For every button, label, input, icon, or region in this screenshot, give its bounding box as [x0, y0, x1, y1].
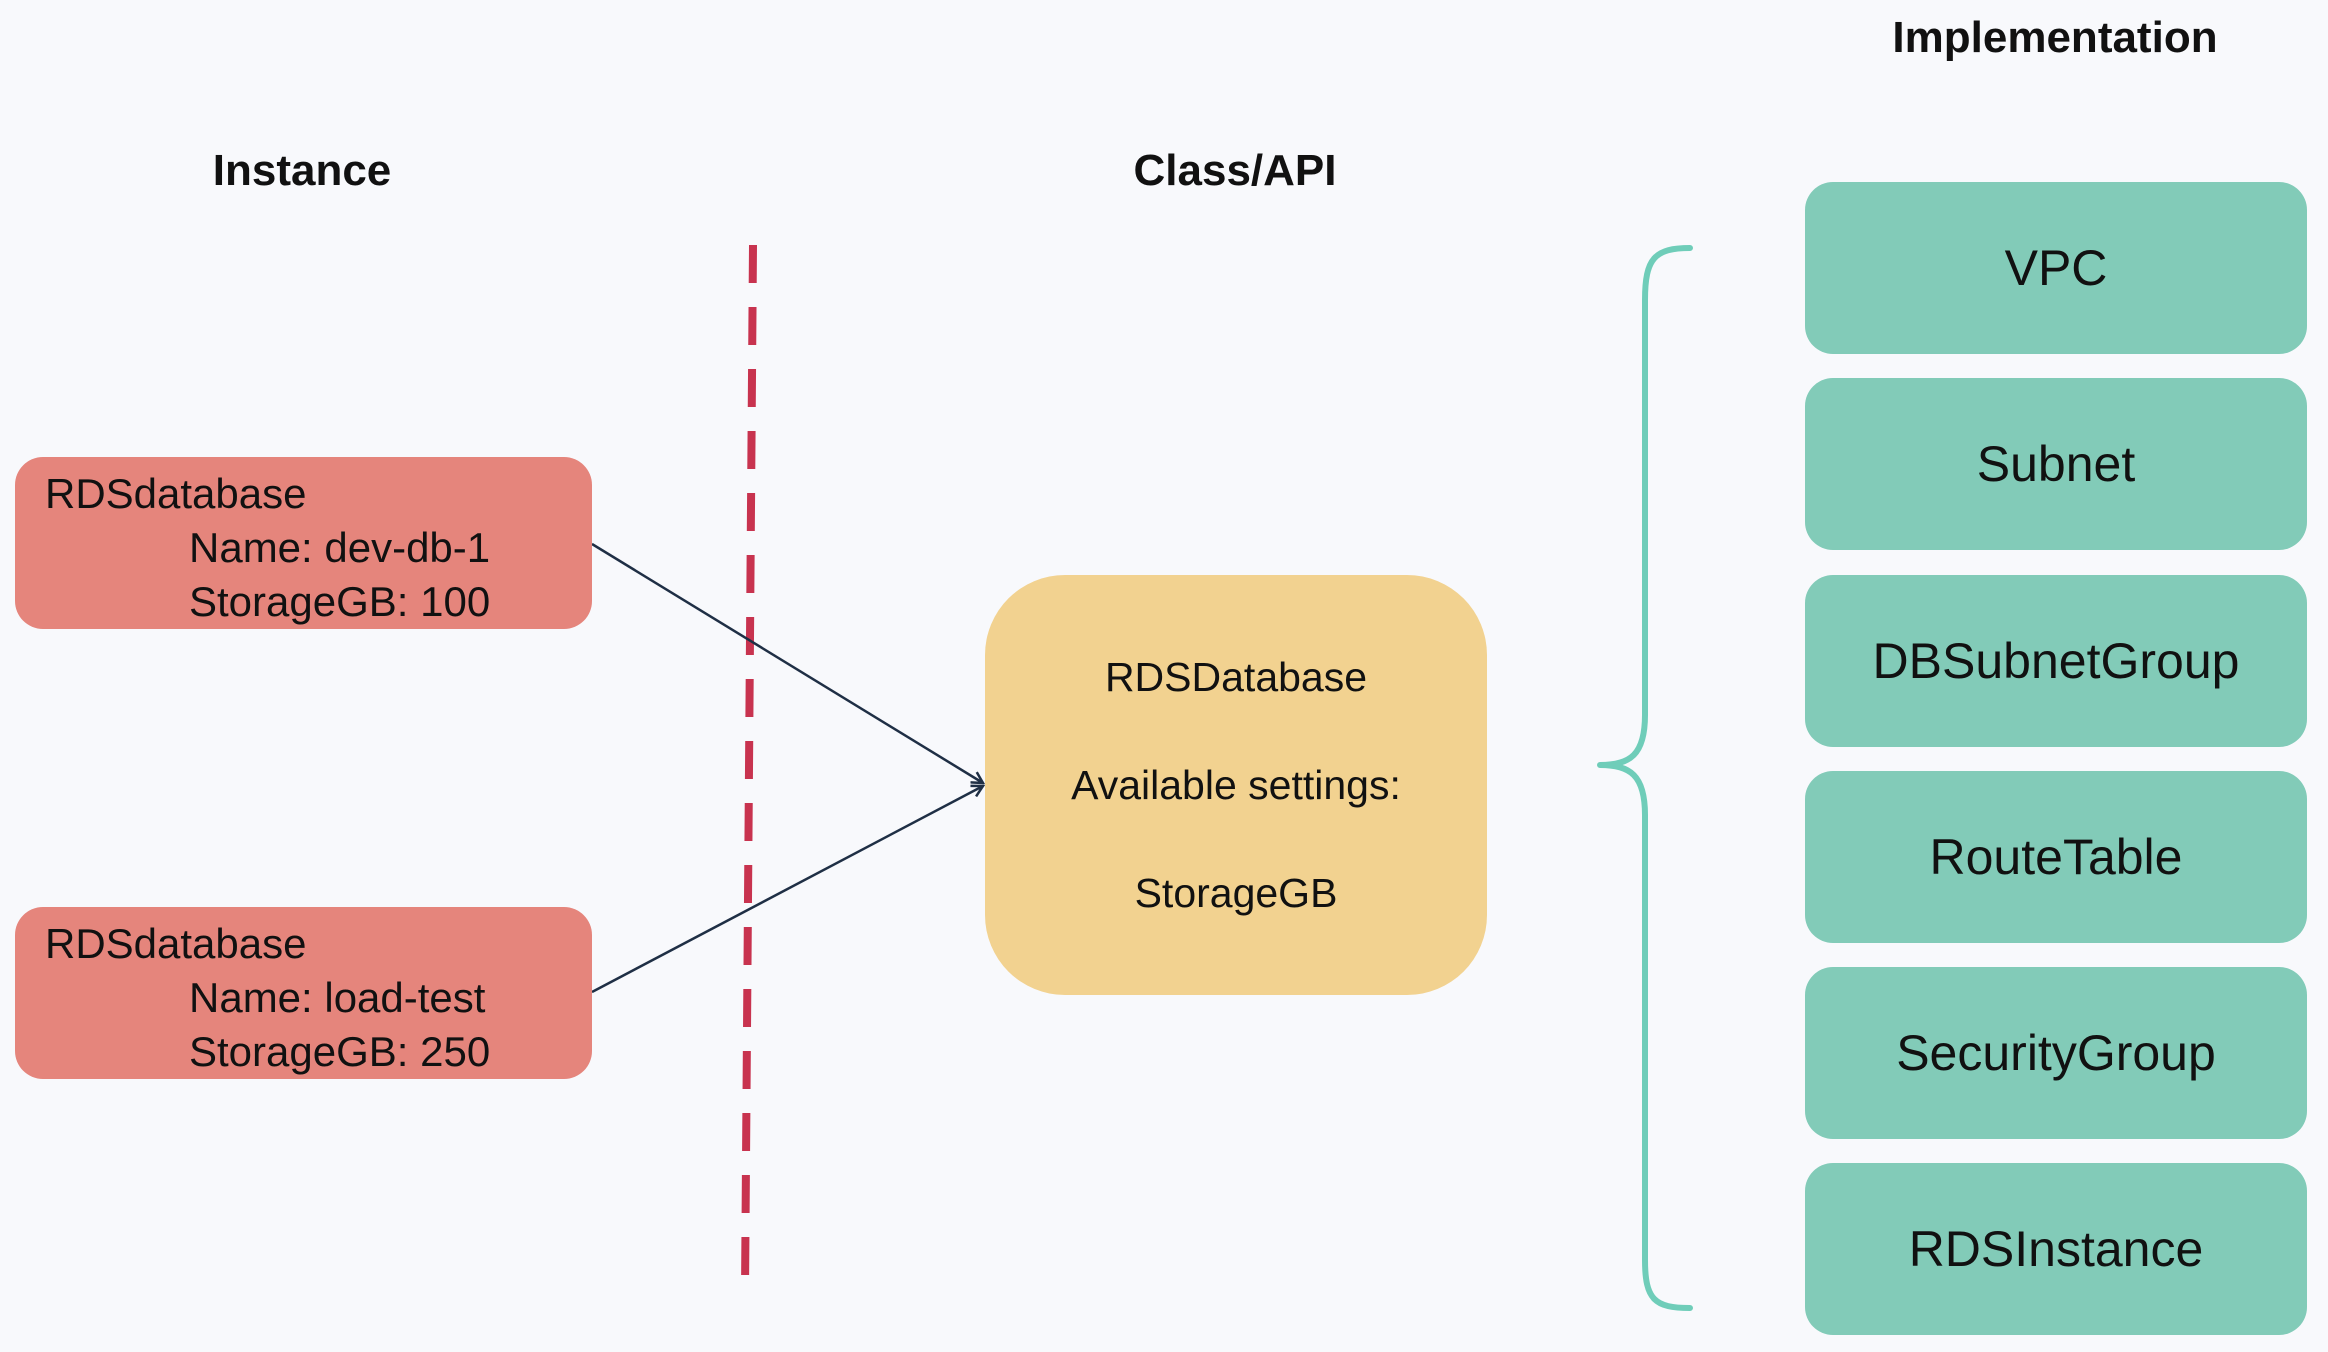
implementation-heading: Implementation [1892, 13, 2218, 62]
instance-name: Name: load-test [189, 974, 486, 1021]
instance-type: RDSdatabase [45, 920, 307, 967]
class-setting: StorageGB [1134, 870, 1338, 916]
class-title: RDSDatabase [1104, 654, 1368, 700]
class-api-box: RDSDatabase Available settings: StorageG… [985, 575, 1487, 995]
instance-divider [741, 244, 757, 1293]
impl-box-rdsinstance: RDSInstance [1805, 1163, 2307, 1335]
arrow-instance-2 [591, 786, 983, 994]
impl-box-vpc: VPC [1805, 182, 2307, 354]
arrow-instance-1 [591, 542, 983, 783]
instance-type: RDSdatabase [45, 470, 307, 517]
instance-storage: StorageGB: 100 [189, 578, 491, 625]
implementation-brace [1597, 245, 1693, 1311]
instance-name: Name: dev-db-1 [189, 524, 491, 571]
instance-box-dev-db-1: RDSdatabase Name: dev-db-1 StorageGB: 10… [15, 457, 592, 629]
class-settings-label: Available settings: [1071, 762, 1401, 808]
instance-storage: StorageGB: 250 [189, 1028, 491, 1075]
impl-box-dbsubnetgroup: DBSubnetGroup [1805, 575, 2307, 747]
instance-box-load-test: RDSdatabase Name: load-test StorageGB: 2… [15, 907, 592, 1079]
impl-box-routetable: RouteTable [1805, 771, 2307, 943]
class-api-heading: Class/API [1133, 146, 1337, 195]
instance-heading: Instance [212, 146, 392, 195]
impl-box-securitygroup: SecurityGroup [1805, 967, 2307, 1139]
impl-box-subnet: Subnet [1805, 378, 2307, 550]
